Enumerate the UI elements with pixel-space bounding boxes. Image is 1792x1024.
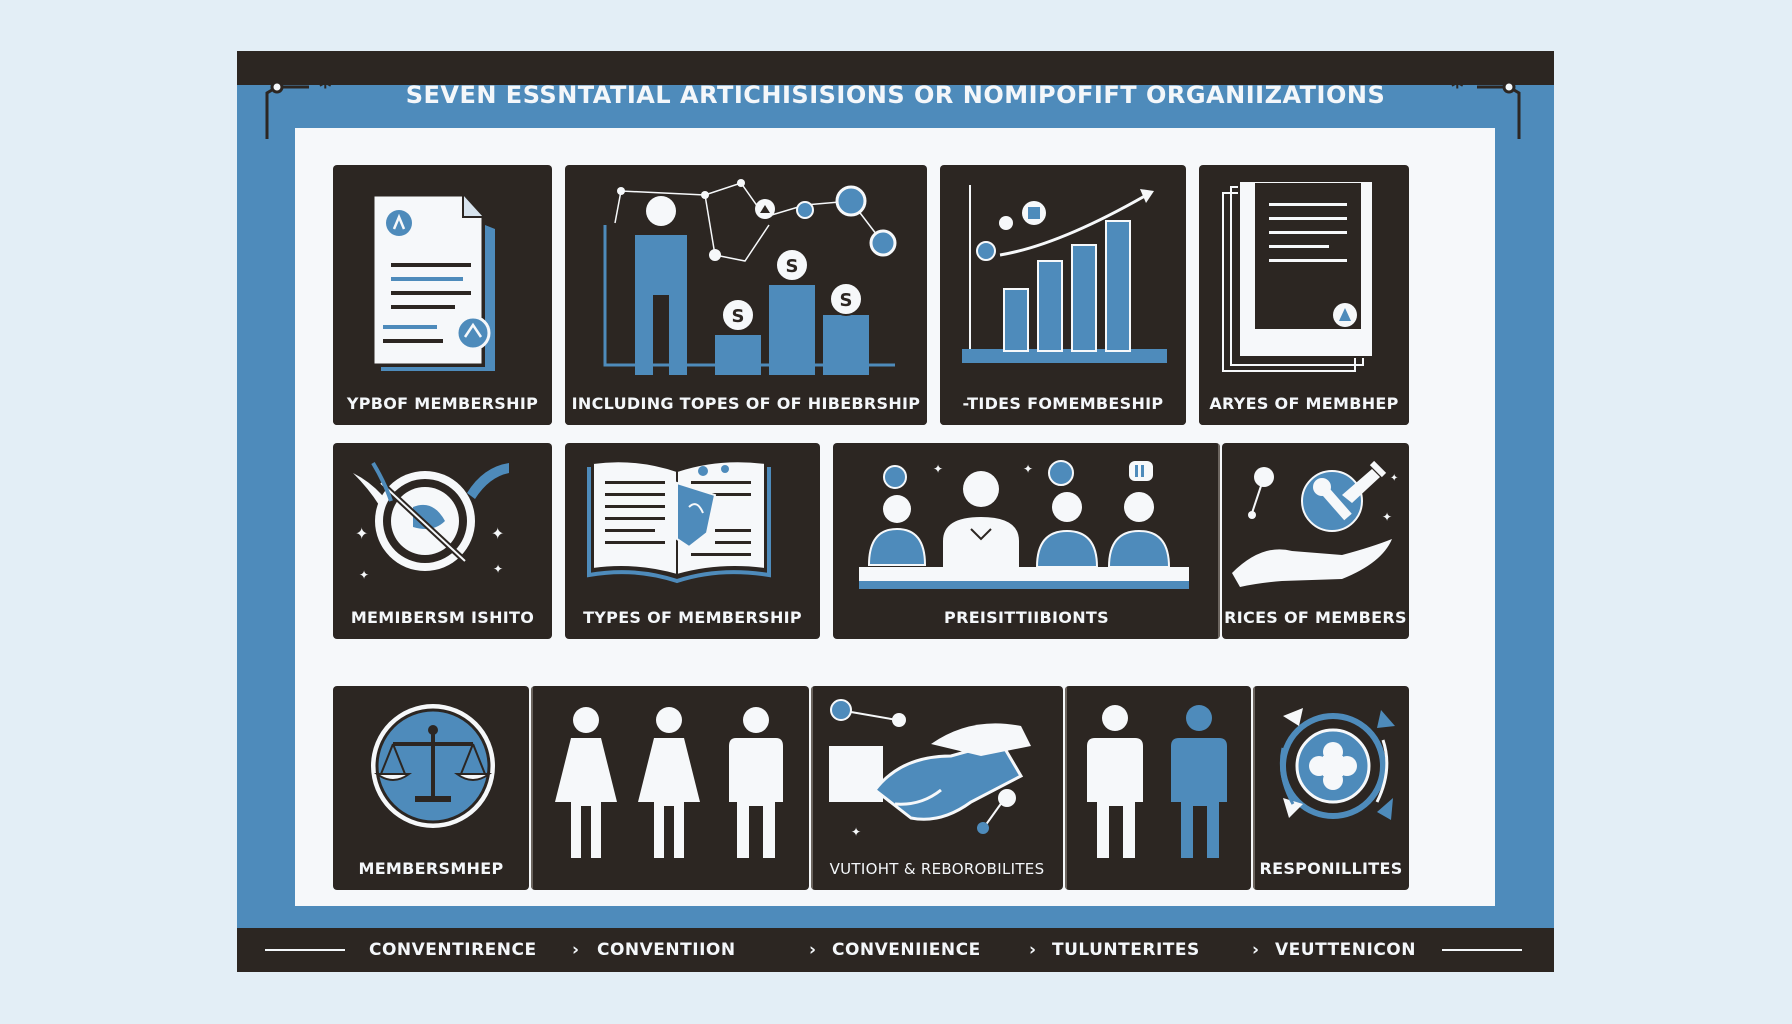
card-membership-help: ✦ ✦ RICES OF MEMBERS bbox=[1222, 443, 1409, 639]
card-divider bbox=[1065, 686, 1067, 890]
footer-item: CONVENTIRENCE bbox=[369, 940, 537, 960]
member-network-icon: S S S bbox=[565, 179, 927, 425]
pair-icon bbox=[1087, 705, 1227, 858]
top-bar bbox=[237, 51, 1554, 85]
card-membership-book: TYPES OF MEMBERSHIP bbox=[565, 443, 820, 639]
card-label: PREISITTIIBIONTS bbox=[944, 608, 1109, 627]
poster-frame: SEVEN ESSNTATIAL ARTICHISISIONS OR NOMIP… bbox=[237, 51, 1554, 972]
card-divider bbox=[1218, 443, 1220, 639]
card-label: ARYES OF MEMBHEP bbox=[1209, 394, 1399, 413]
papers-icon bbox=[1199, 180, 1409, 425]
card-label: RICES OF MEMBERS bbox=[1224, 608, 1407, 627]
compass-icon: ✦ ✦ ✦ ✦ bbox=[353, 461, 509, 582]
svg-text:✦: ✦ bbox=[1382, 510, 1392, 524]
card-membership-badge: RESPONILLITES bbox=[1253, 686, 1409, 890]
badge-icon bbox=[1279, 708, 1395, 820]
chevron-right-icon: › bbox=[1029, 940, 1037, 960]
footer-item: CONVENTIION bbox=[597, 940, 736, 960]
svg-text:✦: ✦ bbox=[359, 568, 369, 582]
svg-text:S: S bbox=[732, 306, 745, 327]
open-book-icon bbox=[587, 460, 771, 584]
svg-text:✦: ✦ bbox=[493, 562, 503, 576]
footer-rule-right bbox=[1442, 949, 1522, 951]
left-ornament-icon: * bbox=[265, 81, 332, 139]
card-label: RESPONILLITES bbox=[1259, 859, 1403, 878]
people-icon bbox=[555, 707, 783, 858]
card-membership-group: ✦ ✦ PREISITTIIBIONTS bbox=[833, 443, 1220, 639]
card-membership-document: YPBOF MEMBERSHIP bbox=[333, 165, 552, 425]
chevron-right-icon: › bbox=[572, 940, 580, 960]
svg-text:✦: ✦ bbox=[851, 825, 861, 839]
svg-text:*: * bbox=[1451, 81, 1464, 101]
document-icon bbox=[333, 193, 552, 425]
footer-item: VEUTTENICON bbox=[1275, 940, 1416, 960]
card-label: MEMBERSMHEP bbox=[358, 859, 504, 878]
card-divider bbox=[1253, 686, 1255, 890]
footer-bar: CONVENTIRENCE › CONVENTIION › CONVENIIEN… bbox=[237, 928, 1554, 972]
scales-icon bbox=[371, 704, 495, 828]
svg-text:S: S bbox=[840, 290, 853, 311]
card-label: INCLUDING TOPES OF OF HIBEBRSHIP bbox=[571, 394, 921, 413]
card-membership-papers: ARYES OF MEMBHEP bbox=[1199, 165, 1409, 425]
card-label: VUTIOHT & REBOROBILITES bbox=[829, 860, 1045, 878]
content-panel: YPBOF MEMBERSHIP S S S bbox=[295, 128, 1495, 906]
svg-text:✦: ✦ bbox=[1390, 473, 1398, 484]
group-icon: ✦ ✦ bbox=[859, 460, 1189, 589]
card-membership-growth: -TIDES FOMEMBESHIP bbox=[940, 165, 1186, 425]
svg-text:*: * bbox=[319, 81, 332, 101]
card-label: MEMIBERSM ISHITO bbox=[350, 608, 535, 627]
chevron-right-icon: › bbox=[809, 940, 817, 960]
footer-item: TULUNTERITES bbox=[1052, 940, 1200, 960]
card-membership-scales: MEMBERSMHEP bbox=[333, 686, 529, 890]
helping-hand-icon: ✦ ✦ bbox=[1232, 460, 1398, 587]
card-membership-pair bbox=[1065, 686, 1251, 890]
svg-text:✦: ✦ bbox=[355, 524, 368, 543]
card-membership-handshake: ✦ VUTIOHT & REBOROBILITES bbox=[811, 686, 1063, 890]
right-ornament-icon: * bbox=[1451, 81, 1521, 139]
footer-rule-left bbox=[265, 949, 345, 951]
card-membership-network: S S S INCLUDING TOPES OF OF HIBEBRSHIP bbox=[565, 165, 927, 425]
chevron-right-icon: › bbox=[1252, 940, 1260, 960]
growth-chart-icon bbox=[940, 185, 1186, 425]
poster-title: SEVEN ESSNTATIAL ARTICHISISIONS OR NOMIP… bbox=[405, 81, 1386, 109]
card-label: YPBOF MEMBERSHIP bbox=[346, 394, 539, 413]
handshake-icon: ✦ bbox=[829, 699, 1031, 839]
svg-text:✦: ✦ bbox=[491, 524, 504, 543]
card-label: TYPES OF MEMBERSHIP bbox=[583, 608, 802, 627]
svg-text:✦: ✦ bbox=[1023, 462, 1033, 476]
card-membership-people bbox=[531, 686, 809, 890]
svg-text:✦: ✦ bbox=[933, 462, 943, 476]
card-label: -TIDES FOMEMBESHIP bbox=[962, 394, 1164, 413]
footer-item: CONVENIIENCE bbox=[832, 940, 981, 960]
card-membership-compass: ✦ ✦ ✦ ✦ MEMIBERSM ISHITO bbox=[333, 443, 552, 639]
card-divider bbox=[811, 686, 813, 890]
card-divider bbox=[531, 686, 533, 890]
svg-text:S: S bbox=[786, 256, 799, 277]
